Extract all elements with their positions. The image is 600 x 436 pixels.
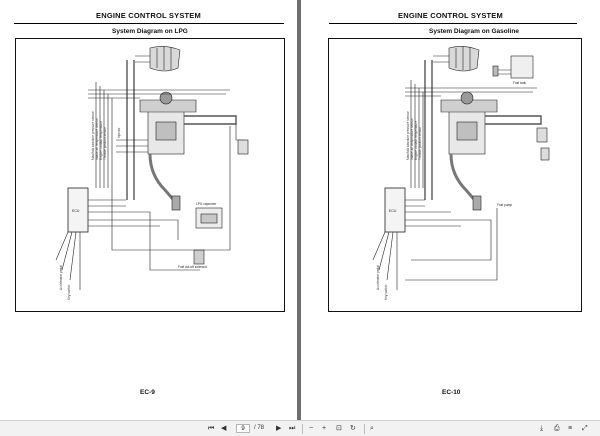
diagram-title: System Diagram on LPG (112, 28, 188, 35)
component-label: LPG vaporizer (196, 202, 217, 206)
ecu-label: ECU (389, 209, 397, 213)
svg-text:Accelerator pedal: Accelerator pedal (59, 265, 63, 290)
rotate-icon[interactable]: ↻ (350, 425, 356, 432)
last-page-icon[interactable]: ⏭ (289, 425, 296, 432)
svg-text:Manifold absolute pressure sen: Manifold absolute pressure sensor (406, 110, 410, 160)
svg-text:Injector: Injector (117, 127, 121, 138)
component-label: Fuel cut-off solenoid (178, 265, 207, 269)
svg-text:Key switch: Key switch (67, 285, 71, 300)
print-icon[interactable]: ⎙ (554, 425, 560, 432)
page-gutter (297, 0, 301, 420)
search-icon[interactable]: ⌕ (370, 425, 374, 432)
menu-icon[interactable]: ≡ (568, 425, 573, 432)
page-number: EC-10 (442, 389, 461, 396)
svg-text:Key switch: Key switch (384, 285, 388, 300)
page-header: ENGINE CONTROL SYSTEM (96, 11, 201, 20)
document-page-right: ENGINE CONTROL SYSTEM System Diagram on … (301, 0, 600, 420)
system-diagram-lpg: Manifold absolute pressure sensor Intake… (55, 46, 249, 300)
svg-text:Engine coolant temperature: Engine coolant temperature (414, 121, 418, 160)
svg-text:Intake air temperature sensor: Intake air temperature sensor (95, 117, 99, 160)
svg-text:Intake air temperature sensor: Intake air temperature sensor (410, 117, 414, 160)
page-total: / 78 (254, 425, 265, 431)
svg-text:Accelerator pedal: Accelerator pedal (376, 265, 380, 290)
system-diagram-gasoline: Manifold absolute pressure sensor Intake… (372, 46, 550, 300)
diagram-title: System Diagram on Gasoline (429, 28, 519, 35)
document-page-left: ENGINE CONTROL SYSTEM System Diagram on … (0, 0, 297, 420)
page-header: ENGINE CONTROL SYSTEM (398, 11, 503, 20)
zoom-in-button[interactable]: + (322, 425, 327, 432)
diagram-frame (328, 38, 582, 312)
download-icon[interactable]: ⤓ (540, 425, 544, 432)
svg-text:Throttle position sensor: Throttle position sensor (418, 126, 422, 160)
ecu-label: ECU (72, 209, 80, 213)
previous-page-icon[interactable]: ◀ (221, 425, 227, 432)
viewer-toolbar: ⏮ ◀ 9 / 78 ▶ ⏭ − + ⊡ ↻ ⌕ ⤓ ⎙ ≡ ⤢ (0, 420, 600, 436)
svg-text:Manifold absolute pressure sen: Manifold absolute pressure sensor (91, 110, 95, 160)
header-rule (329, 23, 577, 24)
toolbar-separator (364, 424, 365, 434)
svg-text:Throttle position sensor: Throttle position sensor (103, 126, 107, 160)
component-label: Fuel pump (497, 203, 512, 207)
zoom-out-button[interactable]: − (309, 425, 314, 432)
page-number-input[interactable]: 9 (236, 424, 250, 433)
first-page-icon[interactable]: ⏮ (208, 425, 215, 432)
header-rule (14, 23, 284, 24)
component-label: Fuel tank (513, 81, 527, 85)
next-page-icon[interactable]: ▶ (276, 425, 282, 432)
page-number: EC-9 (140, 389, 155, 396)
diagram-frame (15, 38, 285, 312)
toolbar-separator (302, 424, 303, 434)
fullscreen-icon[interactable]: ⤢ (582, 425, 588, 432)
document-viewport[interactable]: ENGINE CONTROL SYSTEM System Diagram on … (0, 0, 600, 420)
svg-text:Engine coolant temperature: Engine coolant temperature (99, 121, 103, 160)
fit-page-icon[interactable]: ⊡ (336, 425, 342, 432)
